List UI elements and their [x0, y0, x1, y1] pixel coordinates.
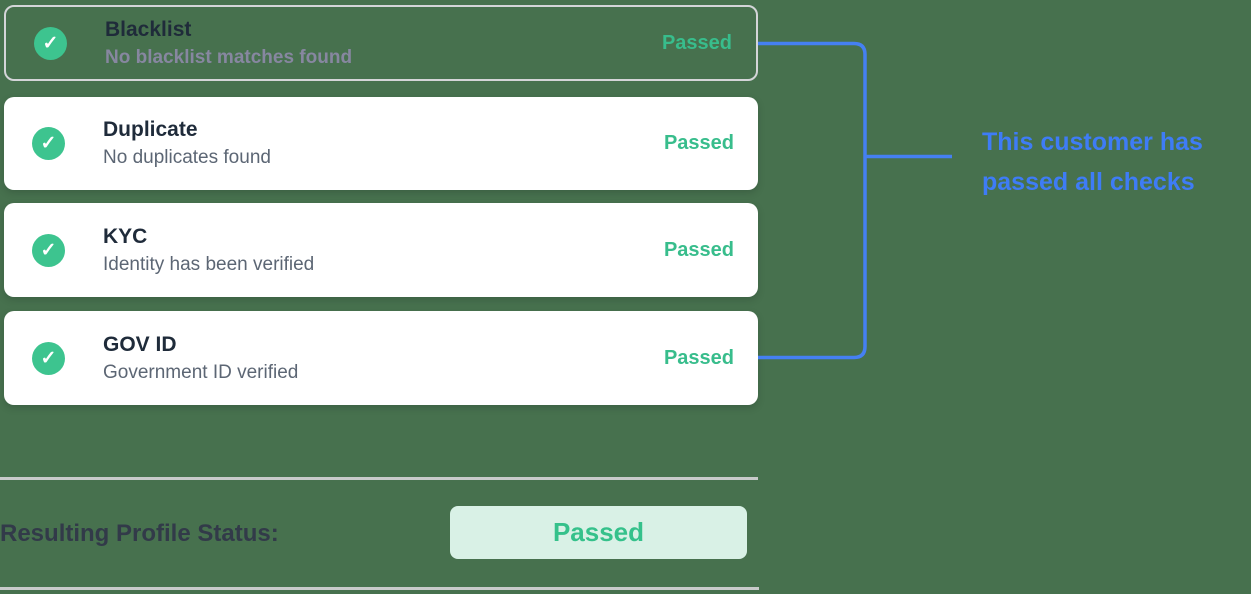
check-glyph: ✓	[40, 133, 57, 154]
check-icon: ✓	[32, 341, 65, 375]
status-badge: Passed	[661, 31, 732, 54]
check-card-gov-id[interactable]: ✓ GOV ID Government ID verified Passed	[4, 311, 758, 405]
divider-bottom	[0, 587, 759, 590]
check-subtitle: Government ID verified	[103, 361, 299, 383]
check-card-text: Blacklist No blacklist matches found	[105, 18, 352, 69]
check-card-blacklist[interactable]: ✓ Blacklist No blacklist matches found P…	[4, 5, 758, 81]
check-subtitle: No blacklist matches found	[105, 46, 353, 68]
check-card-duplicate[interactable]: ✓ Duplicate No duplicates found Passed	[4, 97, 758, 190]
result-label: Resulting Profile Status:	[0, 520, 279, 547]
annotation-line-1: This customer has	[982, 128, 1203, 156]
result-status-text: Passed	[552, 517, 645, 547]
bracket-connector	[758, 41, 952, 360]
check-glyph: ✓	[40, 239, 57, 261]
check-title: Duplicate	[103, 118, 198, 141]
check-title: KYC	[103, 224, 148, 248]
check-glyph: ✓	[42, 32, 59, 54]
check-card-text: KYC Identity has been verified	[103, 225, 314, 276]
check-card-text: Duplicate No duplicates found	[103, 118, 271, 169]
status-badge: Passed	[663, 346, 734, 369]
check-title: Blacklist	[105, 17, 192, 41]
check-glyph: ✓	[40, 347, 57, 369]
result-status-button[interactable]: Passed	[450, 506, 747, 559]
status-badge: Passed	[663, 132, 734, 154]
status-badge: Passed	[663, 238, 734, 261]
check-icon: ✓	[32, 233, 65, 267]
annotation-line-2: passed all checks	[982, 168, 1195, 196]
check-title: GOV ID	[103, 332, 177, 356]
check-subtitle: Identity has been verified	[103, 253, 315, 275]
check-icon: ✓	[32, 127, 65, 160]
check-card-text: GOV ID Government ID verified	[103, 333, 298, 384]
check-card-kyc[interactable]: ✓ KYC Identity has been verified Passed	[4, 203, 758, 297]
check-icon: ✓	[34, 26, 67, 60]
check-subtitle: No duplicates found	[103, 147, 271, 168]
divider-top	[0, 477, 758, 480]
annotation-text: This customer has passed all checks	[982, 122, 1203, 202]
